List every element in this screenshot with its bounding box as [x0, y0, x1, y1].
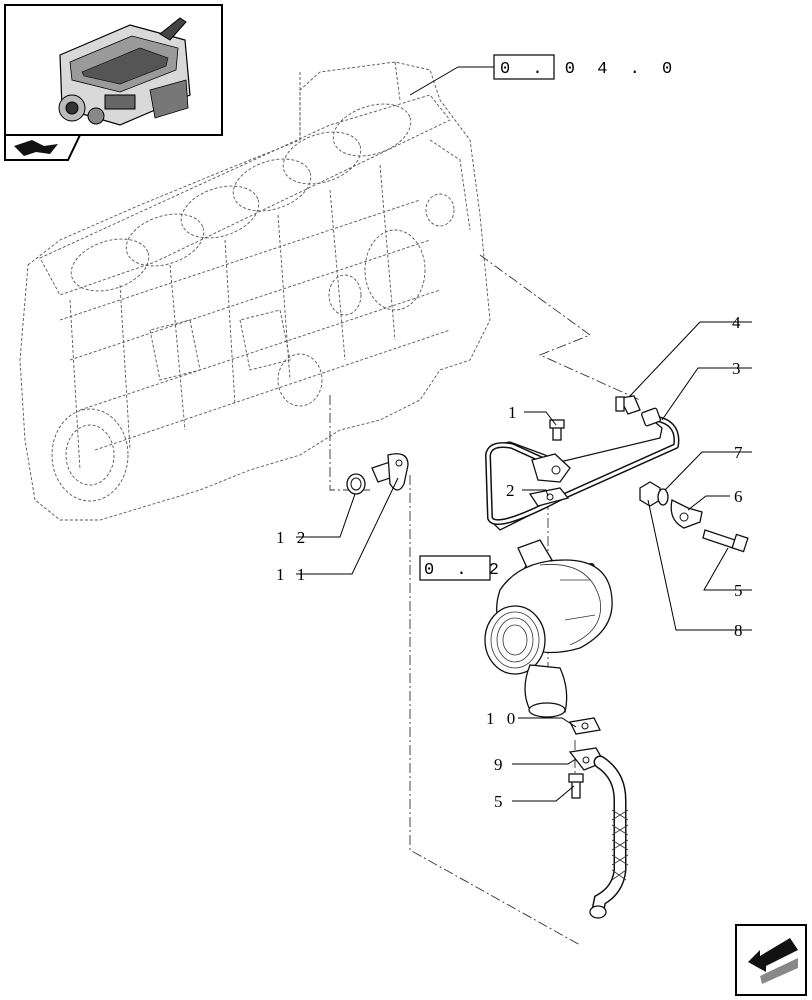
reference-label-block-text: 0 . 0 4 . 0 [500, 60, 678, 79]
gasket-2 [528, 487, 570, 507]
callout-8[interactable]: 8 [734, 621, 747, 640]
callout-2[interactable]: 2 [506, 481, 519, 500]
callout-4[interactable]: 4 [732, 313, 745, 332]
callout-6[interactable]: 6 [734, 487, 747, 506]
drain-pipe [568, 747, 629, 919]
callout-11[interactable]: 1 1 [276, 565, 309, 584]
oil-feed-pipe [485, 407, 680, 531]
reference-label-block[interactable]: 0 . 0 4 . 0 [493, 54, 678, 80]
clamp-assembly [639, 481, 749, 553]
drain-gasket-10 [569, 717, 601, 735]
callout-3[interactable]: 3 [732, 359, 745, 378]
callout-12[interactable]: 1 2 [276, 528, 309, 547]
engine-block-drawing [19, 61, 491, 521]
next-page-arrow-icon[interactable] [735, 924, 807, 996]
screw-1 [549, 419, 565, 441]
callout-9[interactable]: 9 [494, 755, 507, 774]
turbocharger [484, 539, 613, 718]
section-indicator-icon[interactable] [4, 134, 82, 161]
callout-7[interactable]: 7 [734, 443, 747, 462]
callout-1[interactable]: 1 [508, 403, 521, 422]
engine-thumbnail-icon[interactable] [4, 4, 223, 136]
callout-10[interactable]: 1 0 [486, 709, 519, 728]
callouts: 1 2 3 4 5 5 6 7 8 9 1 0 1 1 1 2 [276, 313, 747, 811]
callout-5-lower[interactable]: 5 [494, 792, 507, 811]
leader-lines [296, 321, 752, 802]
fitting-and-seal [346, 453, 409, 495]
union-fitting [615, 395, 641, 415]
callout-5-upper[interactable]: 5 [734, 581, 747, 600]
